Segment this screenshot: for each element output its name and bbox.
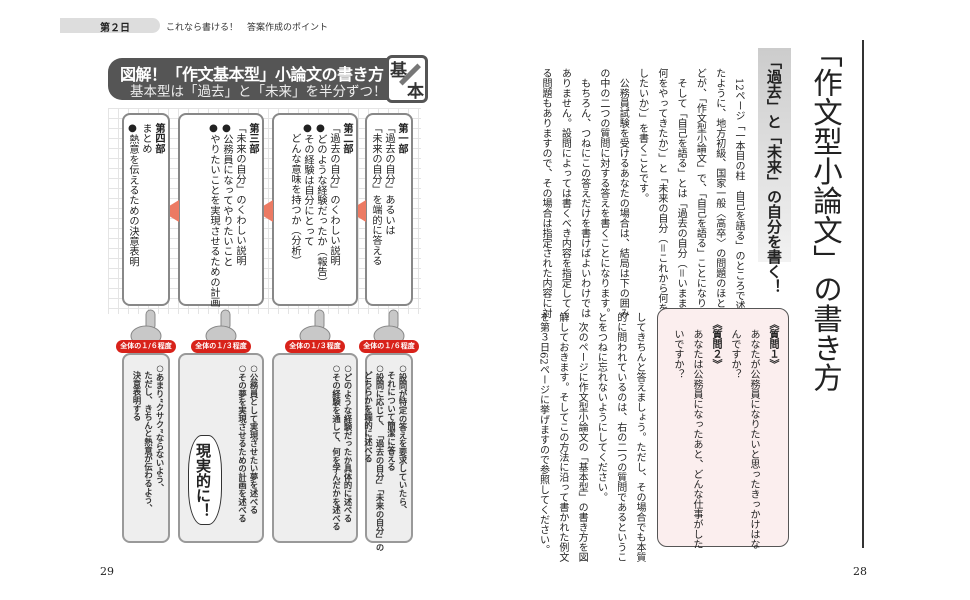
kihon-pencil-icon: 基 本 xyxy=(386,55,428,103)
part-box: 第四部まとめ●熱意を伝えるための決意表明 xyxy=(122,113,170,306)
text-column: ありません。設問によっては書くべき内容を指定してく xyxy=(559,68,571,318)
question-line: んですか？ xyxy=(729,319,740,379)
icon-text-top: 基 xyxy=(390,61,407,81)
portion-badge: 全体の１/６程度 xyxy=(116,340,176,353)
portion-badge: 全体の１/６程度 xyxy=(359,340,419,353)
part-box: 第二部「過去の自分」のくわしい説明●どのような経験だったか（報告）●その経験は自… xyxy=(272,113,358,306)
body-paragraph-1: 12ページ「一本目の柱 自己を語る」のところで述べたように、地方初級、国家一般〈… xyxy=(535,68,748,338)
diagram-subtitle: 基本型は「過去」と「未来」を半分ずつ！ xyxy=(130,84,387,100)
text-column: したいか）」を書くことです。 xyxy=(636,68,648,203)
detail-line: それについて簡潔に答える xyxy=(386,363,397,471)
body-paragraph-2: してきちんと答えましょう。ただし、その場合でも本質的に問われているのは、右の二つ… xyxy=(533,312,649,562)
part-line: 「未来の自分」のくわしい説明 xyxy=(234,123,245,266)
detail-box: ○あまり“クサク”ならないよう、 ただし、きちんと熱意が伝わるよう、 決意表明す… xyxy=(122,353,170,543)
detail-line: ○あまり“クサク”ならないよう、 xyxy=(155,363,165,492)
part-title: 第二部 xyxy=(341,123,352,154)
diagram-banner: 図解！「作文基本型」小論文の書き方 基本型は「過去」と「未来」を半分ずつ！ xyxy=(108,58,393,100)
text-column: もちろん、つねにこの答えだけを書けばよいわけでは xyxy=(578,68,590,318)
part-box: 第一部「過去の自分」あるいは「未来の自分」を端的に答える xyxy=(365,113,413,306)
detail-line: ○その経験を通して、何を学んだかを述べる xyxy=(331,363,342,531)
text-column: 公務員試験を受けるあなたの場合は、結局は下の囲み xyxy=(617,68,629,318)
detail-line: ○設問が特定の答えを要求していたら、 xyxy=(398,363,408,515)
question-line: いですか？ xyxy=(672,319,683,379)
diagram-title: 図解！「作文基本型」小論文の書き方 xyxy=(120,65,384,84)
part-line: 「未来の自分」を端的に答える xyxy=(370,123,381,266)
detail-box: ○どのような経験だったか具体的に述べる○その経験を通して、何を学んだかを述べる xyxy=(272,353,358,543)
text-column: 解しておきます。そしてこの方法に沿って書かれた例文 xyxy=(556,312,568,562)
question-line: 《質問１》 xyxy=(767,319,778,369)
icon-text-bottom: 本 xyxy=(407,82,424,102)
detail-line: ○公務員として実現させたい夢を述べる xyxy=(249,363,259,515)
part-box: 第三部「未来の自分」のくわしい説明●公務員になってやりたいこと●やりたいことを実… xyxy=(178,113,264,308)
chapter-day: 第２日 xyxy=(100,23,130,34)
text-column: とをつねに忘れないようにしてください。 xyxy=(595,312,607,502)
running-header: これなら書ける！ 答案作成のポイント xyxy=(166,23,329,33)
text-column: 何をやってきたか）」と「未来の自分（＝これから何を xyxy=(655,68,667,313)
detail-line: ○その夢を実現させるための計画を述べる xyxy=(237,363,248,523)
part-line: ●やりたいことを実現させるための計画 xyxy=(208,123,219,308)
part-line: まとめ xyxy=(140,123,151,154)
detail-box: ○設問が特定の答えを要求していたら、 それについて簡潔に答える○設問に応じて、「… xyxy=(363,353,413,552)
part-title: 第四部 xyxy=(153,123,164,154)
realistic-burst: 現実的に！ xyxy=(188,435,222,525)
part-line: どんな意味を持つか（分析） xyxy=(289,123,300,266)
portion-badge: 全体の１/３程度 xyxy=(191,340,251,353)
text-column: たように、地方初級、国家一般〈高卒〉の問題のほとん xyxy=(713,68,725,318)
question-line: あなたが公務員になりたいと思ったきっかけはな xyxy=(748,319,759,549)
section-subtitle: 「過去」と「未来」の自分を書く！ xyxy=(758,48,791,294)
part-title: 第一部 xyxy=(396,123,407,154)
question-line: あなたは公務員になったあと、どんな仕事がした xyxy=(691,319,702,549)
text-column: 的に問われているのは、右の二つの質問であるというこ xyxy=(614,312,626,562)
part-line: ●公務員になってやりたいこと xyxy=(221,123,232,267)
text-column: 次のページに作文型小論文の「基本型」の書き方を図 xyxy=(576,312,588,562)
detail-line: どちらかを端的に述べる xyxy=(363,363,374,463)
detail-line: ○設問に応じて、「過去の自分」「未来の自分」の xyxy=(375,363,385,552)
part-line: ●熱意を伝えるための決意表明 xyxy=(127,123,138,267)
text-column: の中の二つの質問に対する答えを書くことになります。 xyxy=(597,68,609,318)
part-line: ●その経験は自分にとって xyxy=(302,123,313,247)
text-column: 12ページ「一本目の柱 自己を語る」のところで述べ xyxy=(733,68,744,321)
page-number-left: 29 xyxy=(100,565,114,578)
detail-line: ○どのような経験だったか具体的に述べる xyxy=(343,363,353,523)
text-column: を第３日62ページに挙げますので参照してください。 xyxy=(537,312,549,555)
detail-line: ただし、きちんと熱意が伝わるよう、 xyxy=(143,363,154,513)
part-line: ●どのような経験だったか（報告） xyxy=(315,123,326,287)
detail-line: 決意表明する xyxy=(132,363,142,422)
chapter-tab xyxy=(60,18,160,33)
part-line: 「過去の自分」あるいは xyxy=(383,123,394,236)
text-column: してきちんと答えましょう。ただし、その場合でも本質 xyxy=(634,312,645,562)
part-line: 「過去の自分」のくわしい説明 xyxy=(328,123,339,266)
page-title: 「作文型小論文」の書き方 xyxy=(809,38,843,392)
text-column: る問題もありますので、その場合は指定された内容に対 xyxy=(540,68,552,318)
margin-rule xyxy=(862,40,864,548)
page-number-right: 28 xyxy=(853,565,867,578)
portion-badge: 全体の１/３程度 xyxy=(285,340,345,353)
question-box: 《質問１》 あなたが公務員になりたいと思ったきっかけはな んですか？《質問２》 … xyxy=(657,308,789,549)
text-column: どが、「作文型小論文」で、「自己を語る」ことになります。 xyxy=(694,68,706,338)
question-line: 《質問２》 xyxy=(710,319,721,369)
text-column: そして「自己を語る」とは「過去の自分（＝いままで xyxy=(675,68,687,318)
part-title: 第三部 xyxy=(247,123,258,154)
